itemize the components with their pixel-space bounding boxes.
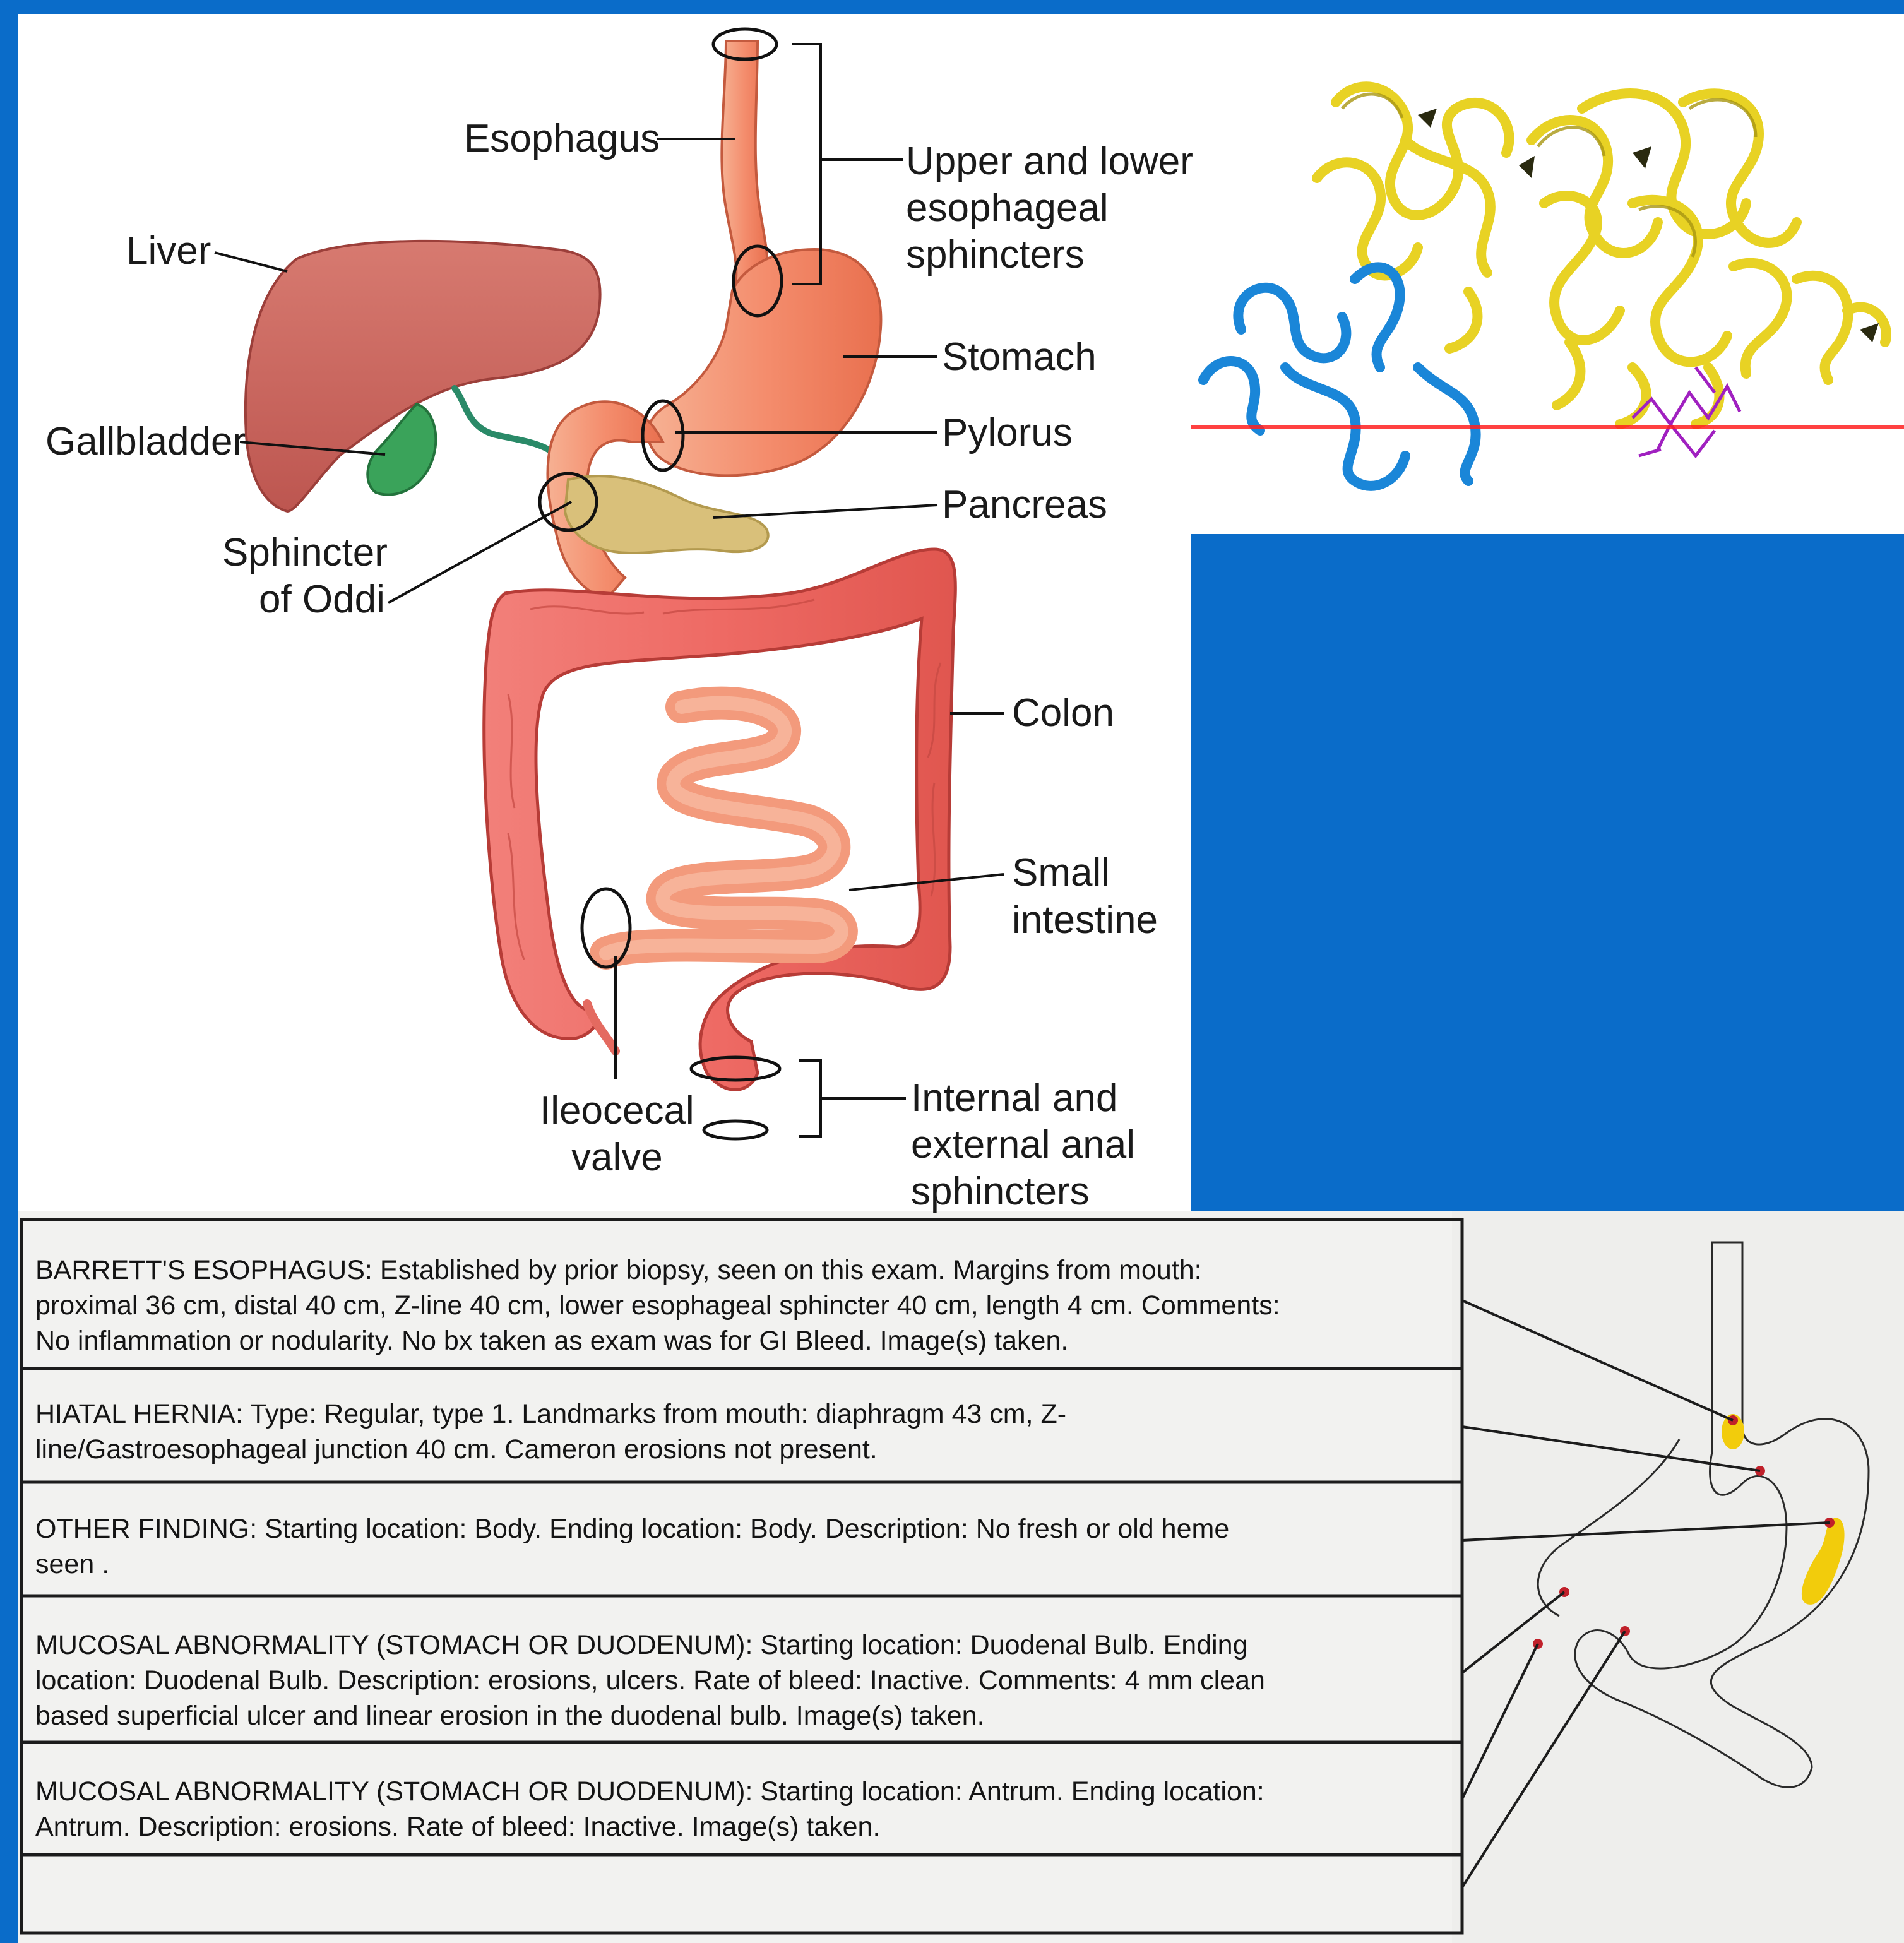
marker-other-finding <box>1802 1518 1845 1605</box>
